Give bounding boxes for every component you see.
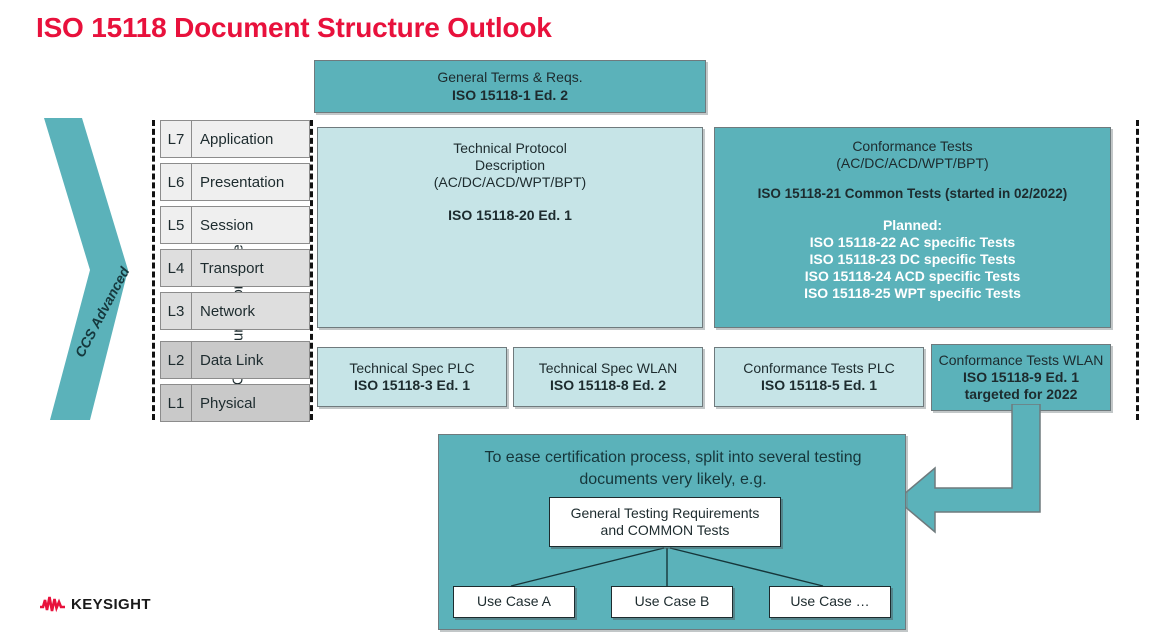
planned-test-item-4: ISO 15118-25 WPT specific Tests [804, 284, 1021, 301]
spec-plc-line2: ISO 15118-3 Ed. 1 [354, 377, 470, 393]
box-conformance-tests[interactable]: Conformance Tests (AC/DC/ACD/WPT/BPT) IS… [714, 127, 1111, 328]
technical-protocol-line1: Technical Protocol [453, 140, 567, 156]
general-terms-line1: General Terms & Reqs. [437, 69, 583, 86]
box-use-case-2[interactable]: Use Case B [611, 586, 733, 618]
box-conformance-wlan[interactable]: Conformance Tests WLAN ISO 15118-9 Ed. 1… [931, 344, 1111, 411]
osi-axis-label-wrap: OSI Communication Layers [122, 120, 247, 420]
conf-wlan-line3: targeted for 2022 [964, 386, 1078, 403]
conf-plc-line1: Conformance Tests PLC [743, 359, 895, 376]
planned-test-item-2: ISO 15118-23 DC specific Tests [809, 250, 1016, 267]
bottom-intro-line1: To ease certification process, split int… [484, 449, 862, 466]
conformance-tests-line2: (AC/DC/ACD/WPT/BPT) [836, 155, 989, 172]
dashed-bracket-left [152, 120, 155, 420]
keysight-logo: KEYSIGHT [40, 596, 151, 613]
conf-wlan-line1: Conformance Tests WLAN [938, 351, 1104, 368]
use-case-label: Use Case B [634, 593, 710, 610]
planned-test-item-1: ISO 15118-22 AC specific Tests [809, 233, 1016, 250]
osi-layer-name: Physical [192, 384, 310, 422]
osi-layer-number: L5 [160, 206, 192, 244]
osi-layer-number: L4 [160, 249, 192, 287]
technical-protocol-doc: ISO 15118-20 Ed. 1 [448, 207, 572, 224]
conformance-tests-planned-heading: Planned: [882, 216, 943, 233]
osi-layer-number: L2 [160, 341, 192, 379]
conformance-tests-line1: Conformance Tests [852, 138, 973, 154]
page-title: ISO 15118 Document Structure Outlook [36, 12, 552, 43]
keysight-waveform-icon [40, 596, 65, 613]
general-terms-line2: ISO 15118-1 Ed. 2 [452, 86, 568, 103]
box-technical-protocol[interactable]: Technical Protocol Description (AC/DC/AC… [317, 127, 703, 328]
osi-layer-name: Presentation [192, 163, 310, 201]
osi-layer-name: Data Link [192, 341, 310, 379]
bottom-panel-intro: To ease certification process, split int… [453, 447, 893, 490]
bottom-panel: To ease certification process, split int… [438, 434, 906, 630]
osi-layer-name: Transport [192, 249, 310, 287]
technical-protocol-line3: (AC/DC/ACD/WPT/BPT) [433, 174, 587, 191]
box-use-case-1[interactable]: Use Case A [453, 586, 575, 618]
ccs-advanced-chevron: CCS Advanced [38, 118, 134, 420]
conf-wlan-line2: ISO 15118-9 Ed. 1 [963, 368, 1079, 385]
dashed-bracket-middle [310, 120, 313, 420]
conf-plc-line2: ISO 15118-5 Ed. 1 [761, 377, 877, 393]
dashed-bracket-right [1136, 120, 1139, 420]
osi-layer-number: L1 [160, 384, 192, 422]
bottom-intro-line2: documents very likely, e.g. [579, 470, 767, 488]
conformance-tests-common: ISO 15118-21 Common Tests (started in 02… [757, 186, 1068, 202]
connector-arrow [895, 403, 1050, 549]
spec-wlan-line2: ISO 15118-8 Ed. 2 [550, 377, 666, 393]
box-technical-spec-plc[interactable]: Technical Spec PLC ISO 15118-3 Ed. 1 [317, 347, 507, 407]
box-use-case-3[interactable]: Use Case … [769, 586, 891, 618]
box-general-testing-requirements[interactable]: General Testing Requirements and COMMON … [549, 497, 781, 547]
general-tests-line2: and COMMON Tests [600, 522, 730, 538]
box-general-terms[interactable]: General Terms & Reqs. ISO 15118-1 Ed. 2 [314, 60, 706, 113]
use-case-label: Use Case A [477, 593, 551, 610]
osi-layer-name: Application [192, 120, 310, 158]
osi-layer-name: Session [192, 206, 310, 244]
osi-layer-number: L6 [160, 163, 192, 201]
box-technical-spec-wlan[interactable]: Technical Spec WLAN ISO 15118-8 Ed. 2 [513, 347, 703, 407]
connector-arrow-shape [895, 403, 1041, 534]
general-tests-line1: General Testing Requirements [570, 504, 760, 521]
box-conformance-plc[interactable]: Conformance Tests PLC ISO 15118-5 Ed. 1 [714, 347, 924, 407]
spec-plc-line1: Technical Spec PLC [349, 359, 475, 376]
bottom-tree-lines [510, 547, 824, 587]
planned-test-item-3: ISO 15118-24 ACD specific Tests [804, 267, 1021, 284]
use-case-label: Use Case … [790, 593, 870, 610]
osi-layer-number: L7 [160, 120, 192, 158]
chevron-shape [44, 118, 128, 420]
technical-protocol-line2: Description [474, 157, 546, 174]
spec-wlan-line1: Technical Spec WLAN [538, 359, 678, 376]
osi-layer-name: Network [192, 292, 310, 330]
keysight-wordmark: KEYSIGHT [71, 596, 151, 613]
osi-layer-number: L3 [160, 292, 192, 330]
